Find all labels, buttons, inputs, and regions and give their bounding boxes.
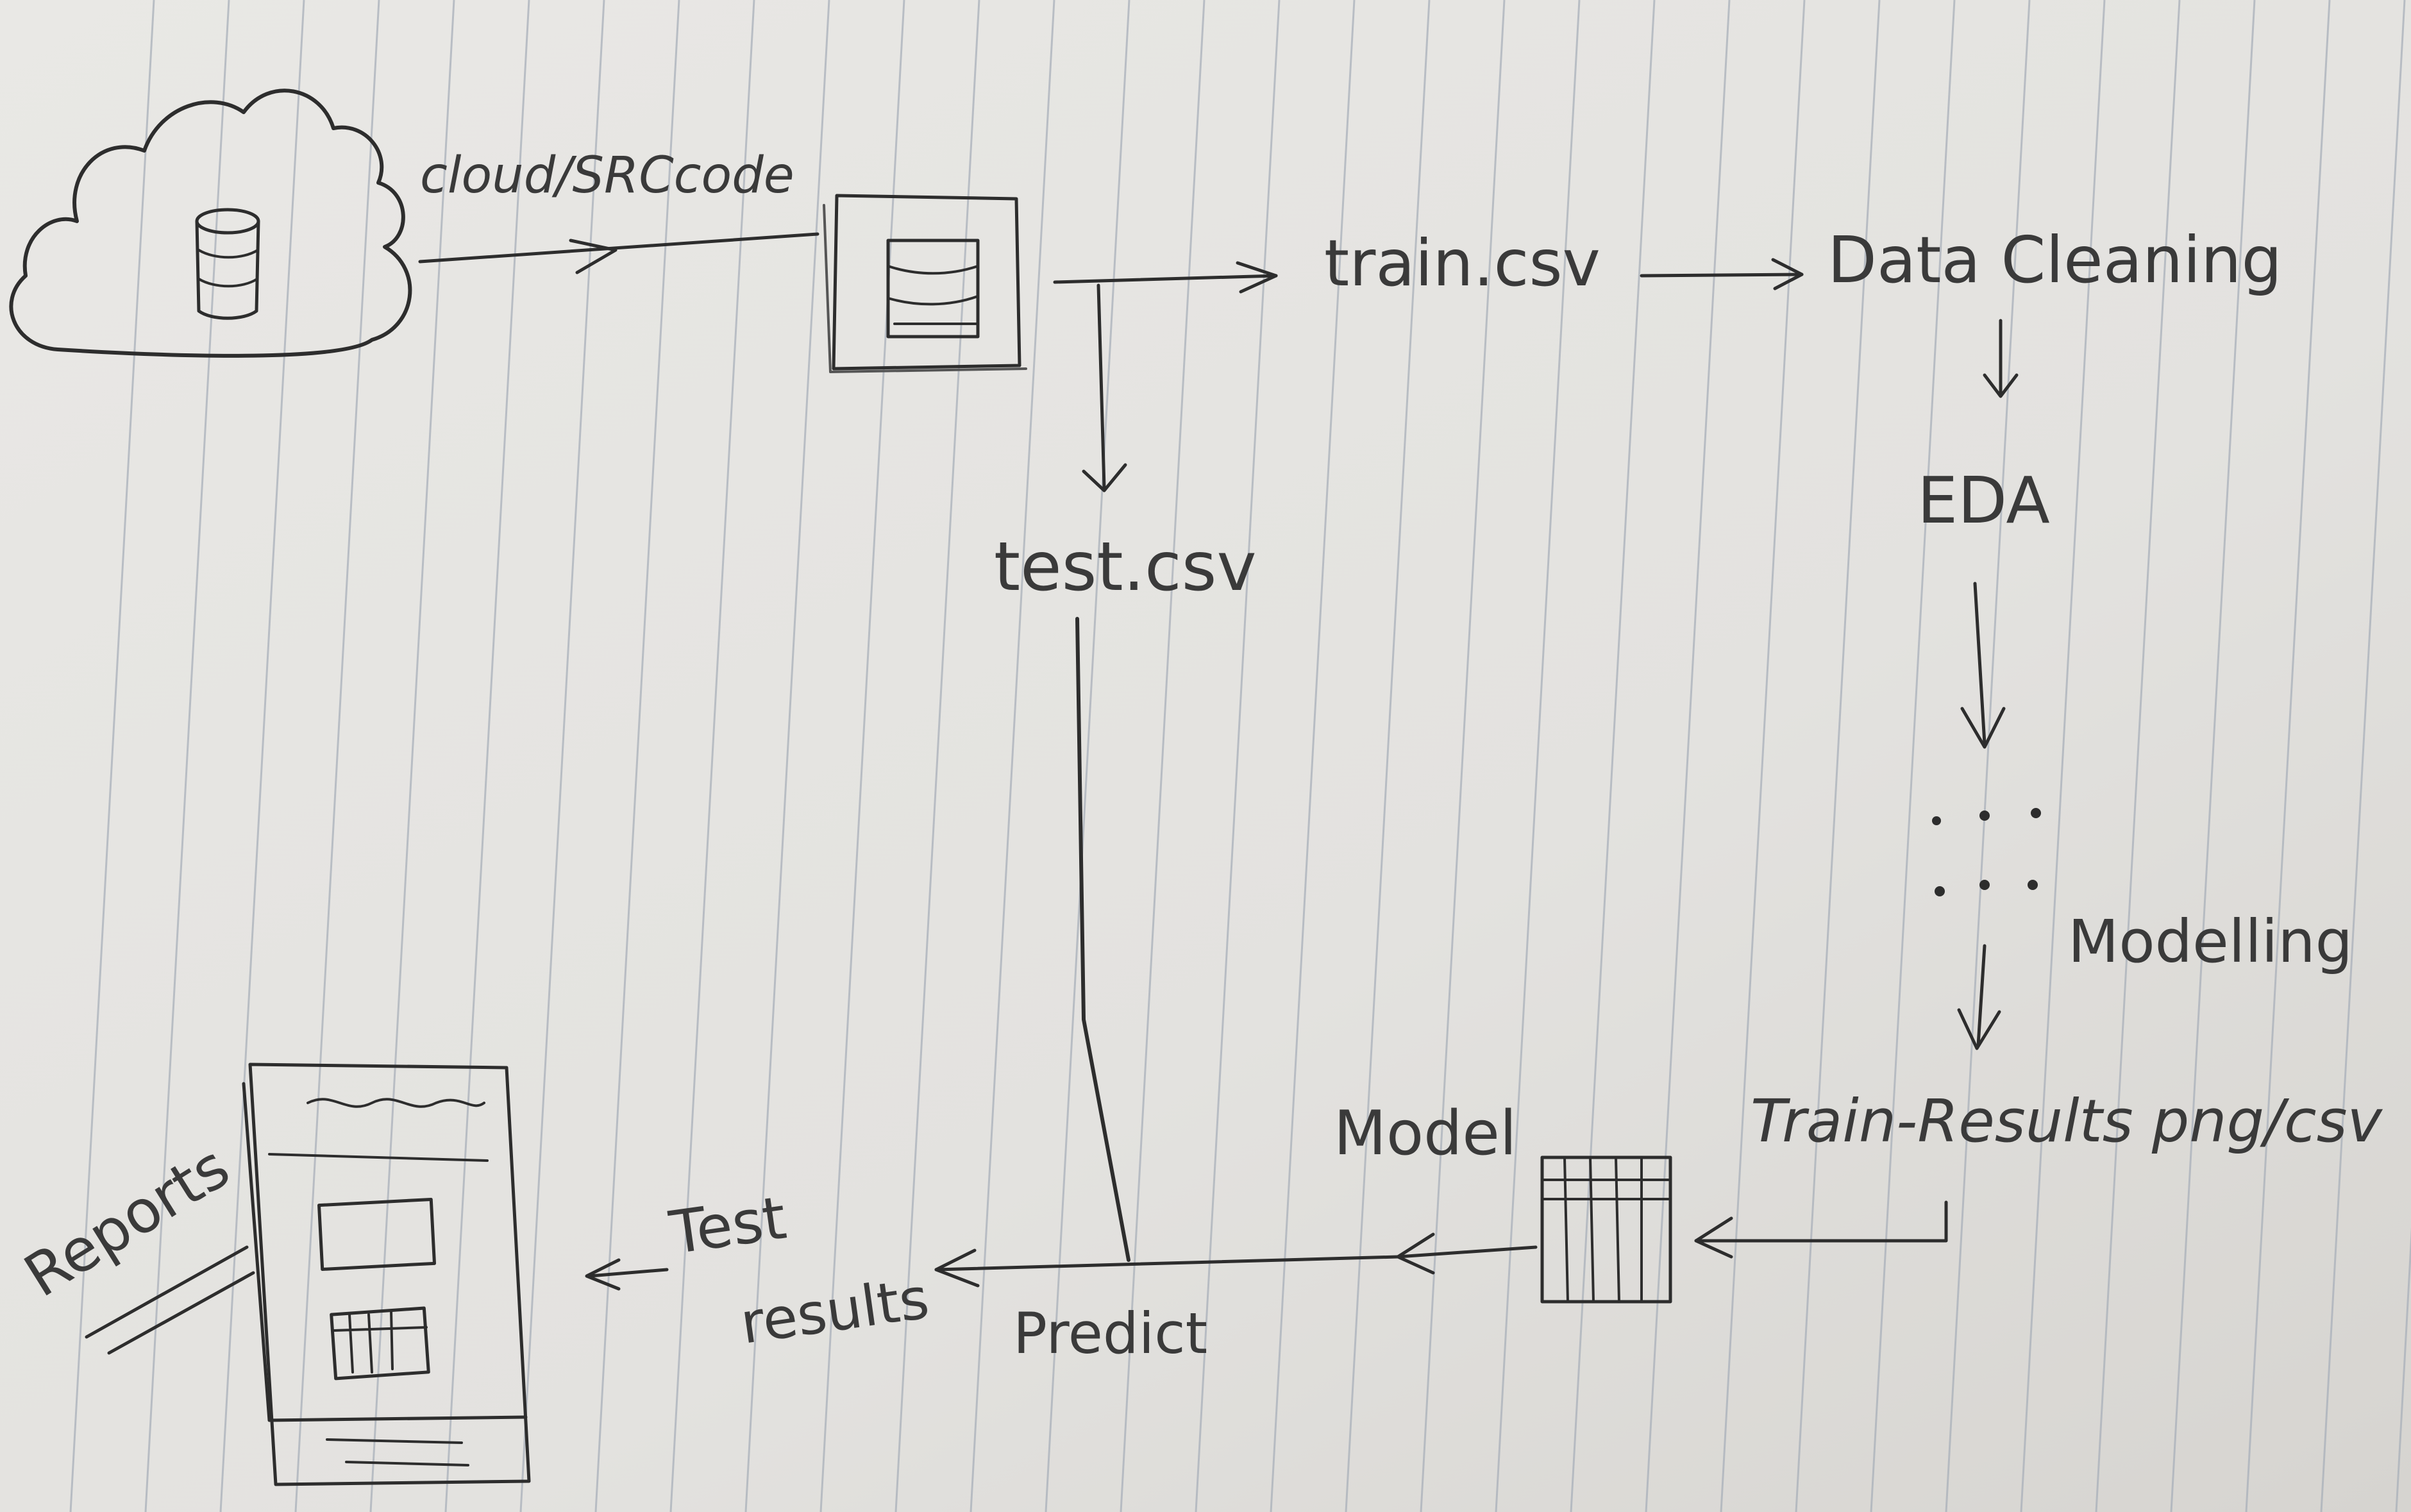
test-csv-label: test.csv <box>994 528 1257 606</box>
rule-line <box>1120 0 1206 1512</box>
rule-line <box>1570 0 1656 1512</box>
train-split-arrow-head <box>1236 261 1278 294</box>
server-database-icon <box>823 194 1027 373</box>
rule-line <box>219 0 305 1512</box>
grid-table-icon <box>1540 1155 1672 1304</box>
rule-line <box>594 0 680 1512</box>
results-to-model-arrow <box>1694 1200 1948 1243</box>
rule-line <box>895 0 980 1512</box>
model-label: Model <box>1334 1098 1516 1169</box>
rule-line <box>1945 0 2031 1512</box>
rule-line <box>1195 0 1281 1512</box>
rule-line <box>1645 0 1731 1512</box>
rule-line <box>2020 0 2106 1512</box>
predict-line <box>934 1255 1400 1272</box>
source-arrow-head <box>569 239 617 274</box>
reports-underline <box>85 1245 255 1355</box>
model-to-predict-arrow <box>1396 1245 1538 1259</box>
rule-line <box>1045 0 1130 1512</box>
test-results-label-1: Test <box>665 1184 790 1268</box>
train-to-cleaning-arrow <box>1640 273 1804 278</box>
test-split-arrow-head <box>1082 463 1127 492</box>
train-csv-label: train.csv <box>1324 226 1600 301</box>
dot-grid-icon <box>1932 808 2041 896</box>
rule-line <box>294 0 380 1512</box>
test-results-arrow-head <box>585 1258 621 1291</box>
eda-down-arrow <box>1973 582 1987 746</box>
rule-line <box>69 0 155 1512</box>
eda-down-arrow-head <box>1960 707 2006 749</box>
cloud-icon <box>9 88 412 358</box>
train-to-cleaning-arrow-head <box>1771 258 1804 290</box>
test-split-arrow <box>1096 283 1106 489</box>
cleaning-to-eda-arrow-head <box>1983 373 2019 398</box>
train-results-label: Train-Results png/csv <box>1751 1087 2383 1155</box>
eda-label: EDA <box>1917 463 2050 538</box>
data-cleaning-label: Data Cleaning <box>1827 223 2282 298</box>
rule-line <box>444 0 530 1512</box>
rule-line <box>1495 0 1581 1512</box>
rule-line <box>1420 0 1506 1512</box>
rule-line <box>2170 0 2256 1512</box>
rule-line <box>2395 1227 2411 1512</box>
rule-line <box>369 0 455 1512</box>
predict-label: Predict <box>1013 1300 1207 1366</box>
predict-arrow-head <box>934 1248 980 1288</box>
rule-line <box>1795 0 1881 1512</box>
rule-line <box>144 0 230 1512</box>
modelling-down-arrow-head <box>1957 1008 2001 1050</box>
test-to-predict-line <box>1075 617 1130 1262</box>
source-arrow-line <box>418 232 819 264</box>
rule-line <box>819 0 905 1512</box>
rule-line <box>744 0 830 1512</box>
rule-line <box>970 0 1055 1512</box>
rule-line <box>1870 0 1956 1512</box>
train-split-arrow <box>1053 274 1278 284</box>
rule-line <box>669 0 755 1512</box>
rule-line <box>2245 0 2331 1512</box>
rule-line <box>1720 0 1806 1512</box>
test-results-arrow <box>588 1268 669 1278</box>
rule-line <box>2320 0 2406 1512</box>
modelling-label: Modelling <box>2068 907 2353 976</box>
source-label: cloud/SRCcode <box>420 147 794 205</box>
report-document-icon <box>242 1063 531 1486</box>
rule-line <box>1345 0 1431 1512</box>
rule-line <box>519 0 605 1512</box>
ruled-lines <box>69 0 2411 1512</box>
rule-line <box>2095 0 2181 1512</box>
database-icon <box>195 208 260 320</box>
modelling-down-arrow <box>1976 944 1987 1047</box>
results-to-model-arrow-head <box>1694 1216 1733 1259</box>
